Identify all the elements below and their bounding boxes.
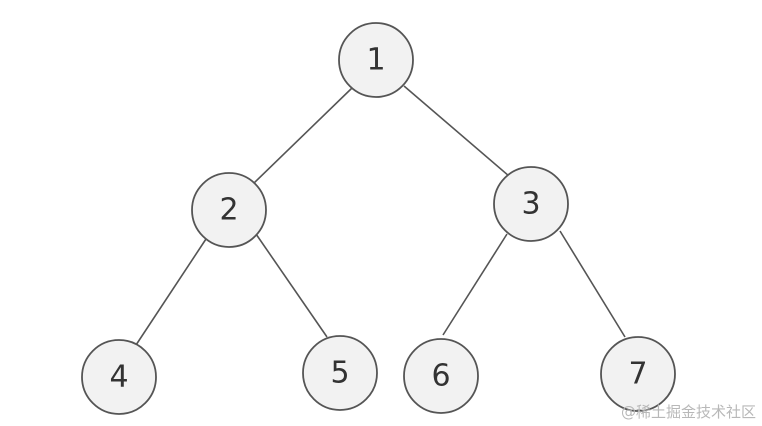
tree-node-4: 4 [81, 339, 157, 415]
tree-node-5: 5 [302, 335, 378, 411]
edge-1-3 [403, 85, 510, 177]
node-label: 6 [431, 359, 450, 394]
tree-node-7: 7 [600, 336, 676, 412]
edge-2-4 [135, 238, 207, 346]
edge-3-6 [442, 233, 508, 336]
edge-2-5 [255, 233, 328, 338]
tree-node-1: 1 [338, 22, 414, 98]
watermark-text: @稀土掘金技术社区 [620, 403, 756, 421]
node-circle [403, 338, 479, 414]
node-label: 5 [330, 356, 349, 391]
node-circle [600, 336, 676, 412]
node-label: 1 [366, 43, 385, 78]
node-circle [191, 172, 267, 248]
node-label: 2 [219, 193, 238, 228]
node-circle [338, 22, 414, 98]
tree-edges [135, 85, 626, 346]
tree-node-2: 2 [191, 172, 267, 248]
node-label: 4 [109, 360, 128, 395]
edge-3-7 [559, 230, 626, 338]
tree-node-6: 6 [403, 338, 479, 414]
node-circle [302, 335, 378, 411]
tree-nodes: 1 2 3 4 5 6 7 [81, 22, 676, 415]
edge-1-2 [252, 87, 353, 185]
node-circle [81, 339, 157, 415]
node-label: 3 [521, 187, 540, 222]
node-circle [493, 166, 569, 242]
tree-node-3: 3 [493, 166, 569, 242]
node-label: 7 [628, 357, 647, 392]
